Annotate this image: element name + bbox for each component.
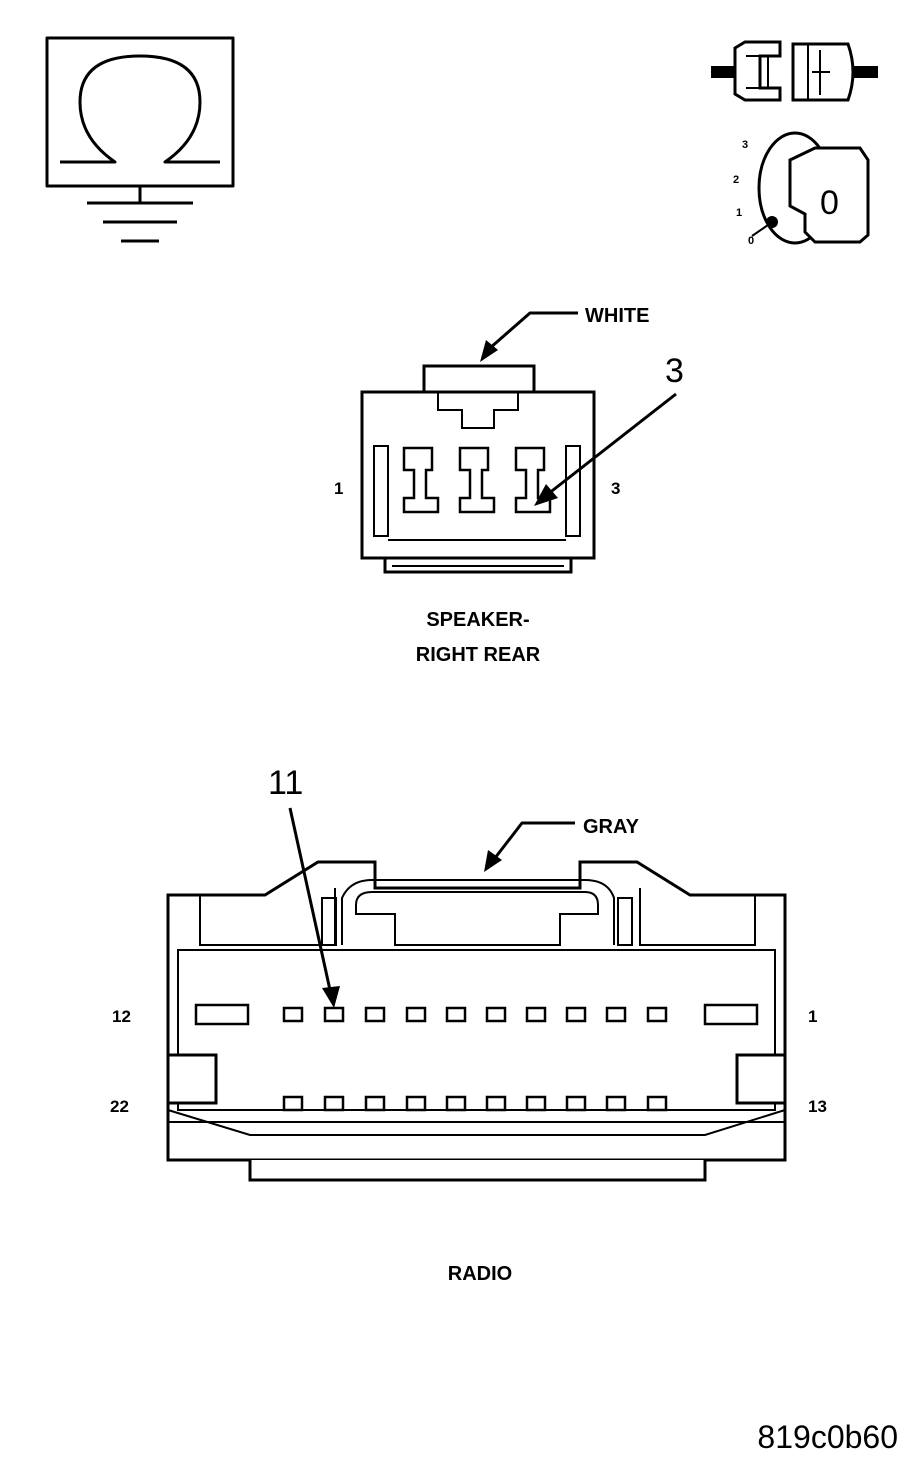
speaker-pin-right: 3 [611,479,620,498]
radio-color-label: GRAY [583,816,640,838]
radio-name: RADIO [448,1263,512,1285]
ignition-pos-2: 2 [733,174,739,186]
ignition-key-off-icon: 3 2 1 0 0 [733,131,870,247]
ohmmeter-ground-icon [45,36,235,243]
radio-pin-top-left: 12 [112,1007,131,1026]
radio-pin-bottom-left: 22 [110,1097,129,1116]
speaker-name-line2: RIGHT REAR [416,644,541,666]
radio-callout-pin: 11 [268,764,303,802]
radio-pin-top-right: 1 [808,1007,817,1026]
disconnect-connector-icon [711,40,878,102]
ignition-key-label: 0 [820,184,839,222]
speaker-color-label: WHITE [585,305,649,327]
figure-id: 819c0b60 [757,1419,898,1455]
speaker-name-line1: SPEAKER- [426,609,529,631]
speaker-connector: WHITE 3 1 3 SPEAKER- RIGHT REAR [334,305,684,666]
radio-pin-bottom-right: 13 [808,1097,827,1116]
speaker-pin-left: 1 [334,479,343,498]
speaker-callout-pin: 3 [665,352,684,390]
radio-connector: GRAY [110,764,827,1285]
ignition-pos-1: 1 [736,207,742,219]
ignition-pos-3: 3 [742,139,748,151]
ignition-pos-0: 0 [748,235,754,247]
